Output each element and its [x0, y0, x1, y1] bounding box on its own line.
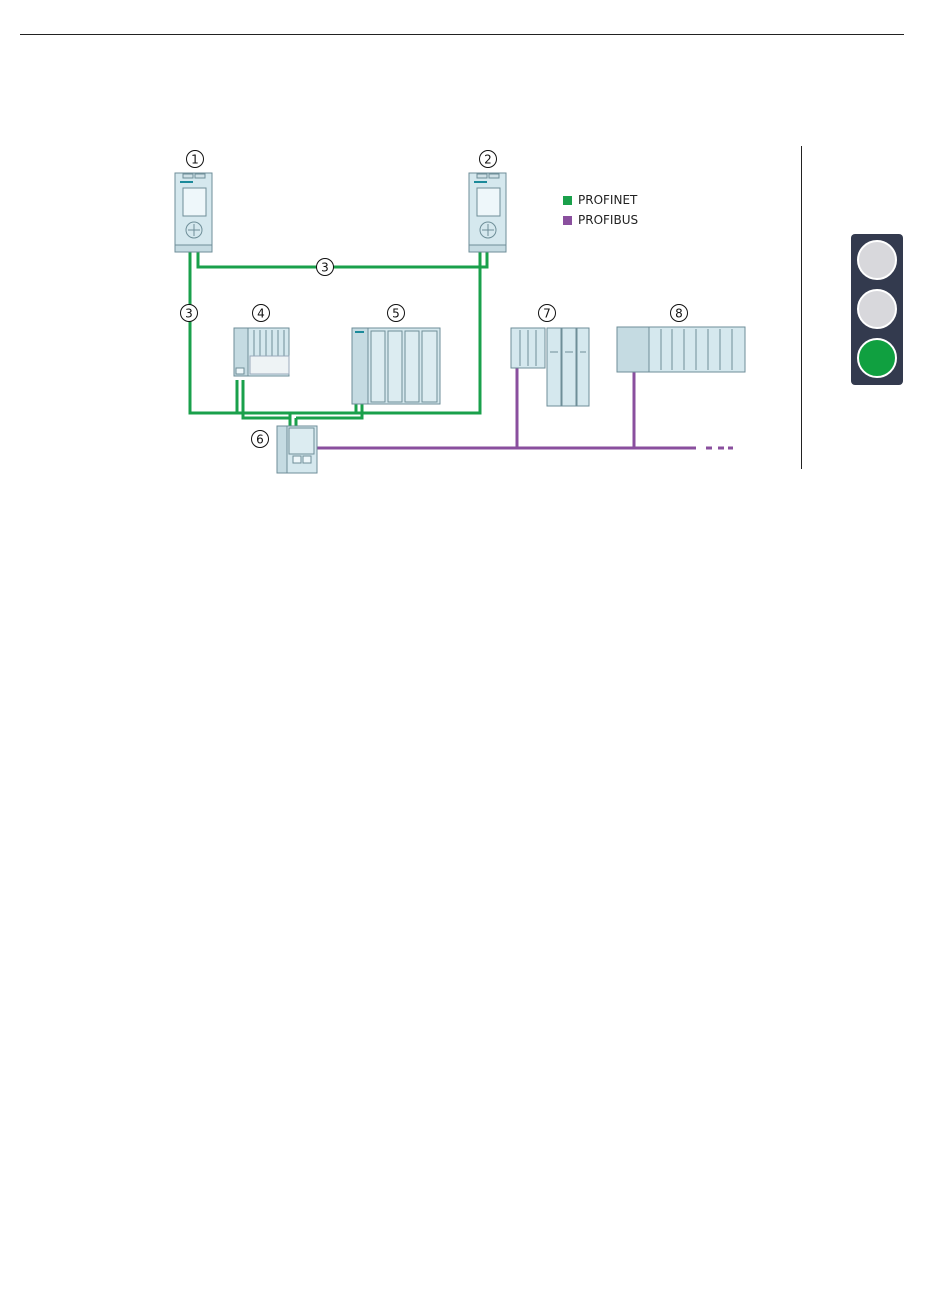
profibus-swatch — [563, 216, 572, 225]
svg-text:4: 4 — [257, 307, 265, 321]
callout-6: 6 — [252, 431, 269, 448]
svg-text:8: 8 — [675, 307, 683, 321]
svg-text:6: 6 — [256, 433, 264, 447]
profinet-swatch — [563, 196, 572, 205]
callout-8: 8 — [671, 305, 688, 322]
lamp-green-on — [857, 338, 897, 378]
rack-device-8 — [617, 327, 745, 372]
lamp-red-off — [857, 240, 897, 280]
link-device-6 — [277, 426, 317, 473]
svg-text:7: 7 — [543, 307, 551, 321]
cpu-device-2 — [469, 173, 506, 252]
lamp-yellow-off — [857, 289, 897, 329]
legend-label-profibus: PROFIBUS — [578, 213, 638, 227]
cpu-device-1 — [175, 173, 212, 252]
legend-item-profibus: PROFIBUS — [563, 210, 638, 230]
callout-4: 4 — [253, 305, 270, 322]
callout-2: 2 — [480, 151, 497, 168]
callout-5: 5 — [388, 305, 405, 322]
svg-text:3: 3 — [321, 261, 329, 275]
svg-text:1: 1 — [191, 153, 199, 167]
drive-device-7 — [511, 328, 589, 406]
rack-device-5 — [352, 328, 440, 404]
legend-label-profinet: PROFINET — [578, 193, 637, 207]
profinet-drop-6 — [290, 413, 296, 426]
callout-7: 7 — [539, 305, 556, 322]
callout-3-top: 3 — [317, 259, 334, 276]
callout-3-left: 3 — [181, 305, 198, 322]
io-device-4 — [234, 328, 289, 376]
legend-item-profinet: PROFINET — [563, 190, 638, 210]
traffic-light-indicator — [851, 234, 903, 385]
callout-1: 1 — [187, 151, 204, 168]
svg-text:3: 3 — [185, 307, 193, 321]
profinet-line-3-top — [198, 251, 487, 267]
legend: PROFINET PROFIBUS — [563, 190, 638, 230]
svg-text:5: 5 — [392, 307, 400, 321]
svg-text:2: 2 — [484, 153, 492, 167]
